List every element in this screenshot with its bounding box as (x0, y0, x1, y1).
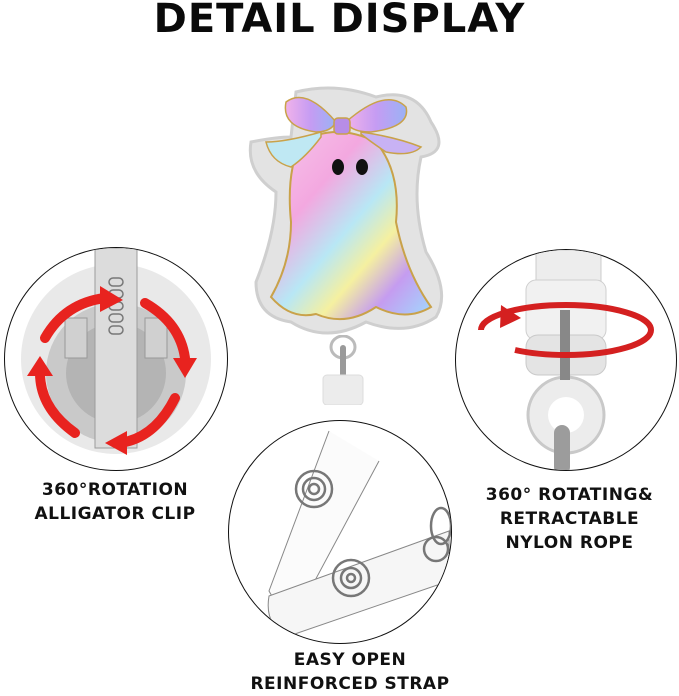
clip-detail-circle (4, 247, 228, 471)
strap-detail-circle (228, 420, 452, 644)
ghost-badge-image (236, 82, 451, 344)
strap-feature-label: EASY OPEN REINFORCED STRAP (250, 650, 450, 694)
rope-detail-circle (455, 249, 677, 471)
rope-feature-label: 360° ROTATING& RETRACTABLE NYLON ROPE (485, 485, 654, 553)
page-title: DETAIL DISPLAY (153, 0, 526, 42)
snap-button-icon (294, 469, 451, 598)
clip-feature-label: 360°ROTATION ALLIGATOR CLIP (34, 480, 196, 524)
rotation-arrow-icon (478, 302, 654, 358)
swivel-connector (318, 335, 368, 405)
